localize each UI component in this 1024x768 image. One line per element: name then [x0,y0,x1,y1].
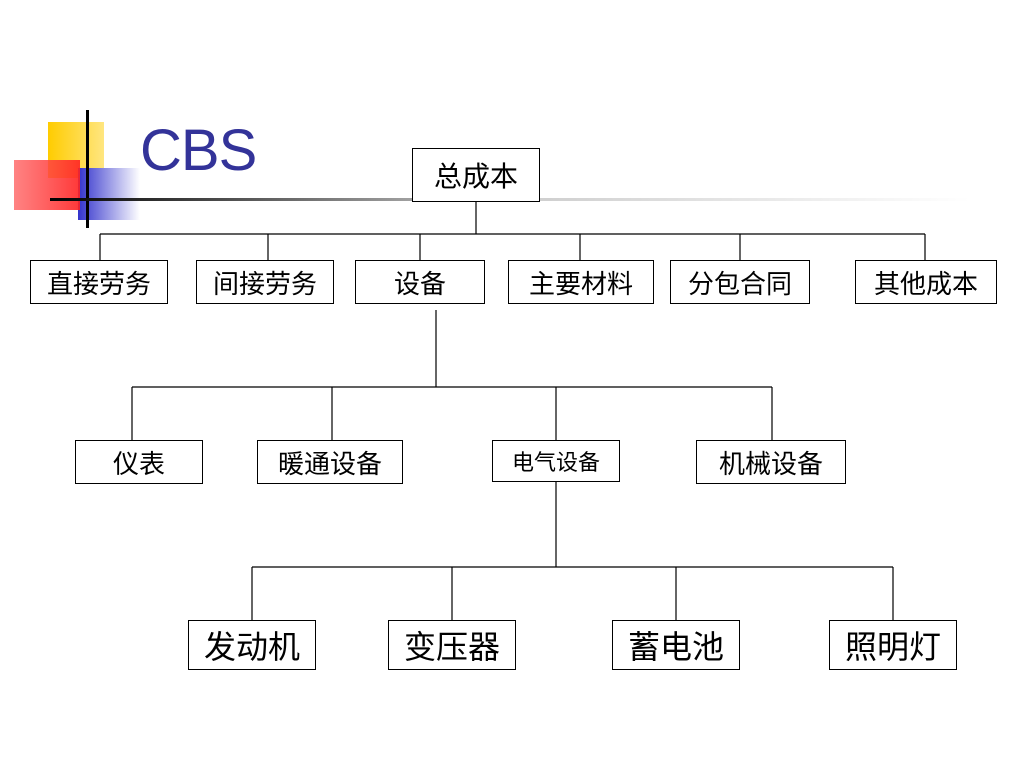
node-indirect-labor: 间接劳务 [196,260,334,304]
node-mechanical-equipment: 机械设备 [696,440,846,484]
node-main-materials: 主要材料 [508,260,654,304]
node-other-cost: 其他成本 [855,260,997,304]
node-transformer: 变压器 [388,620,516,670]
node-direct-labor: 直接劳务 [30,260,168,304]
node-generator: 发动机 [188,620,316,670]
node-lighting: 照明灯 [829,620,957,670]
node-hvac-equipment: 暖通设备 [257,440,403,484]
slide-title: CBS [140,118,257,183]
node-instruments: 仪表 [75,440,203,484]
node-equipment: 设备 [355,260,485,304]
node-subcontract: 分包合同 [670,260,810,304]
node-electrical-equipment: 电气设备 [492,440,620,482]
decor-vertical-line [86,110,89,228]
node-total-cost: 总成本 [412,148,540,202]
node-battery: 蓄电池 [612,620,740,670]
decor-red-square [14,160,80,210]
